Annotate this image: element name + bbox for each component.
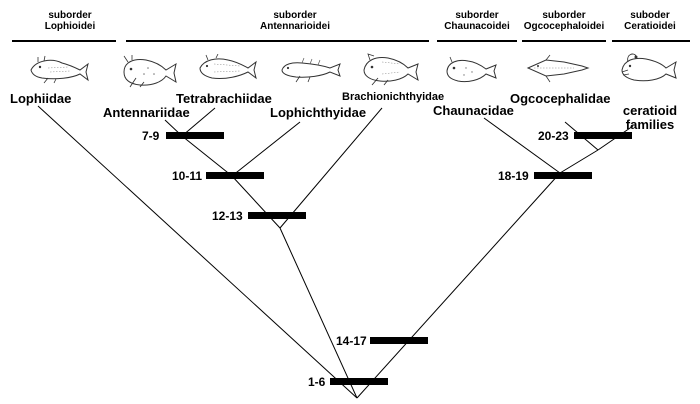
lophichthyid-fish-icon <box>281 57 341 83</box>
branch-to-antennariid-node <box>181 135 233 177</box>
node-label-14-17: 14-17 <box>336 334 367 348</box>
chaunacid-fish-icon <box>446 56 497 83</box>
family-ceratioid-line1: ceratioid <box>622 103 678 118</box>
synapomorphy-bar-7-9 <box>166 132 224 139</box>
suborder-chaunacoidei-rule <box>437 40 517 42</box>
synapomorphy-bar-14-17 <box>370 337 428 344</box>
lophiid-fish-icon <box>30 55 89 84</box>
node-label-20-23: 20-23 <box>538 129 569 143</box>
antennariid-fish-icon <box>123 55 177 88</box>
node-label-18-19: 18-19 <box>498 169 529 183</box>
branch-brachionichthyidae <box>279 107 383 229</box>
ogcocephalid-fish-icon <box>526 54 590 83</box>
family-chaunacidae: Chaunacidae <box>433 103 514 118</box>
family-lophiidae: Lophiidae <box>10 91 72 106</box>
family-ogcocephalidae: Ogcocephalidae <box>510 91 611 106</box>
family-ceratioid-line2: families <box>625 117 675 132</box>
family-ceratioid: ceratioid families <box>612 104 688 132</box>
synapomorphy-bar-12-13 <box>248 212 306 219</box>
branch-tetrabrachiidae <box>181 107 216 137</box>
branch-to-lophichthyid-node <box>231 175 281 229</box>
family-brachionichthyidae: Brachionichthyidae <box>342 91 445 103</box>
family-antennariidae: Antennariidae <box>103 105 190 120</box>
synapomorphy-bar-20-23 <box>574 132 632 139</box>
suborder-lophioidei-rule <box>12 40 116 42</box>
branch-chaunacidae <box>483 117 561 174</box>
brachionichthyid-fish-icon <box>363 53 419 86</box>
branch-lophichthyidae <box>231 121 301 177</box>
node-label-10-11: 10-11 <box>172 169 203 183</box>
suborder-ceratioidei-rule <box>612 40 690 42</box>
family-tetrabrachiidae: Tetrabrachiidae <box>176 91 272 106</box>
ceratioid-fish-icon <box>621 53 677 82</box>
branch-to-right-clade <box>356 172 561 399</box>
branch-lophiidae <box>37 105 358 399</box>
branch-to-ogco-ceratioid <box>559 149 599 174</box>
synapomorphy-bar-18-19 <box>534 172 592 179</box>
node-label-7-9: 7-9 <box>142 129 160 143</box>
branch-to-lophichthyid <box>279 227 358 399</box>
synapomorphy-bar-10-11 <box>206 172 264 179</box>
synapomorphy-bar-1-6 <box>330 378 388 385</box>
node-label-12-13: 12-13 <box>212 209 243 223</box>
suborder-antennarioidei-rule <box>126 40 429 42</box>
suborder-ogcocephaloidei-rule <box>522 40 606 42</box>
tetrabrachiid-fish-icon <box>199 54 257 80</box>
family-lophichthyidae: Lophichthyidae <box>270 105 367 120</box>
node-label-1-6: 1-6 <box>308 375 326 389</box>
